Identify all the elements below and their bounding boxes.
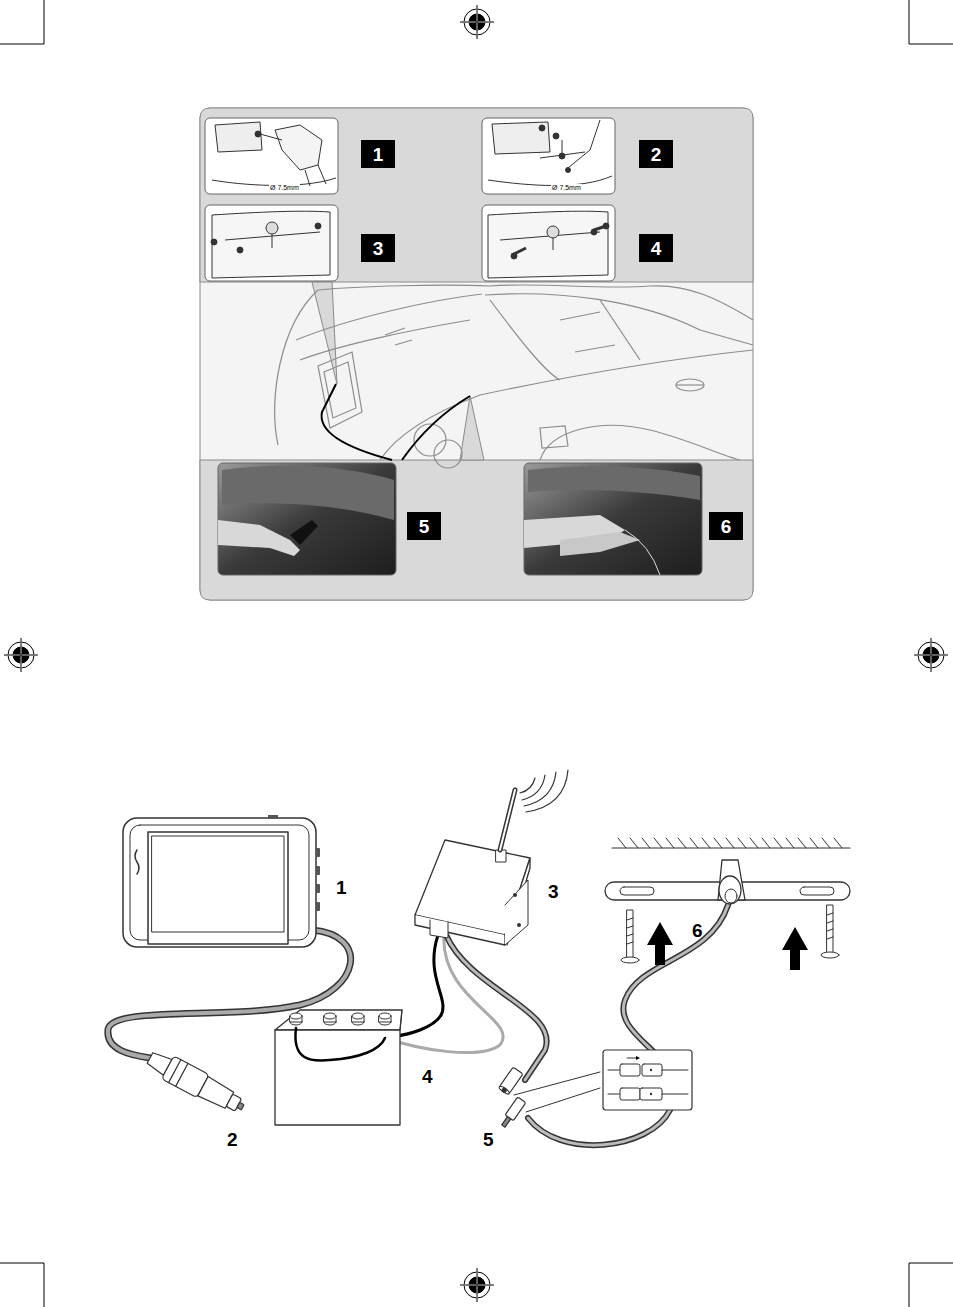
callout-box: 1 (361, 140, 395, 168)
callout-number: 3 (373, 239, 384, 258)
callout-number: 6 (721, 517, 732, 536)
dimension-label: Ø 7.5mm (551, 184, 582, 191)
callout-number: 2 (227, 1130, 238, 1149)
callout-number: 3 (548, 882, 559, 901)
installation-panel (200, 108, 753, 600)
callout-box: 4 (639, 234, 673, 262)
callout-number: 1 (373, 145, 384, 164)
wiring-diagram (108, 770, 850, 1145)
callout-box: 6 (709, 512, 743, 540)
callout-box: 5 (407, 512, 441, 540)
callout-box: 3 (361, 234, 395, 262)
callout-box: 2 (639, 140, 673, 168)
callout-number: 4 (422, 1067, 433, 1086)
callout-number: 4 (651, 239, 662, 258)
callout-number: 2 (651, 145, 662, 164)
dimension-label: Ø 7.5mm (269, 184, 300, 191)
callout-number: 5 (483, 1130, 494, 1149)
callout-number: 6 (692, 921, 703, 940)
callout-number: 5 (419, 517, 430, 536)
callout-number: 1 (336, 878, 347, 897)
